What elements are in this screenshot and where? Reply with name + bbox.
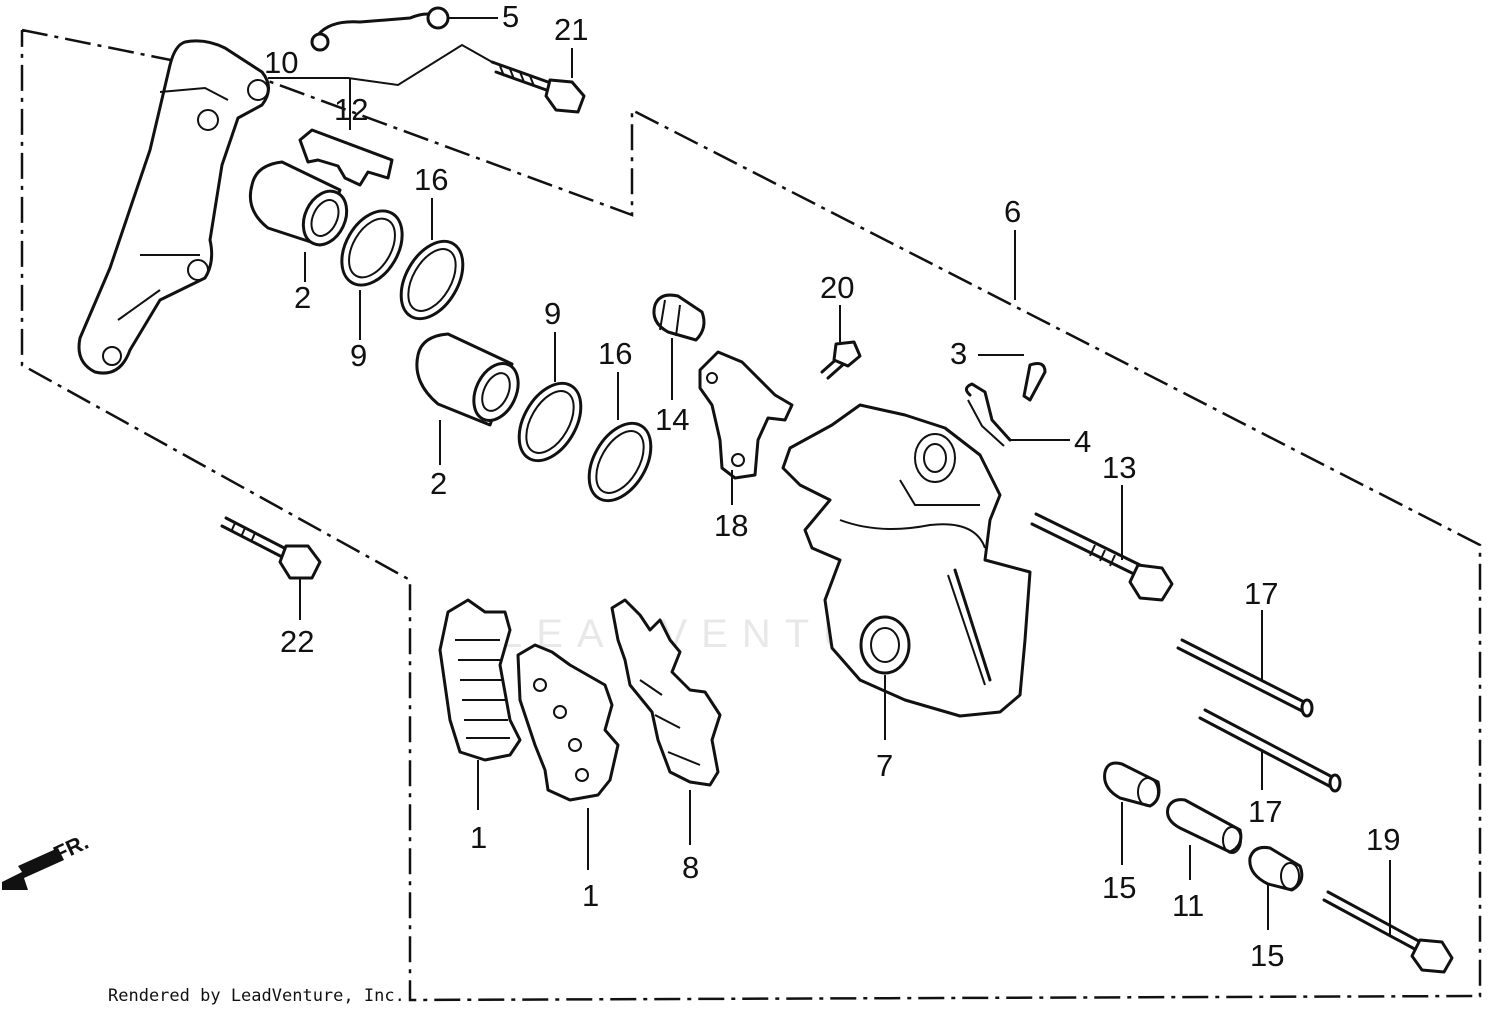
brake-pad-outer (438, 598, 522, 762)
callout-5: 5 (502, 0, 519, 34)
sleeve-boot-lower (1248, 846, 1304, 892)
caliper-bracket (77, 39, 270, 375)
bolt-22 (220, 516, 322, 580)
pin-3 (1022, 362, 1047, 402)
callout-17-lower: 17 (1248, 794, 1282, 829)
clip-4 (965, 382, 1012, 447)
callout-17-upper: 17 (1244, 576, 1278, 611)
callout-13: 13 (1102, 450, 1136, 485)
callout-2-lower: 2 (430, 466, 447, 501)
callout-15-upper: 15 (1102, 870, 1136, 905)
callout-19: 19 (1366, 822, 1400, 857)
callout-16-lower: 16 (598, 336, 632, 371)
leader-lines (268, 17, 1391, 935)
callout-21: 21 (554, 12, 588, 47)
dust-seal-lower (587, 421, 653, 503)
pin-boot (652, 293, 706, 342)
callout-18: 18 (714, 508, 748, 543)
bleeder-cap (310, 6, 450, 52)
callout-11: 11 (1172, 888, 1204, 923)
callout-14: 14 (655, 402, 689, 437)
callout-9-upper: 9 (350, 338, 367, 373)
piston-seal-lower (517, 381, 583, 463)
sleeve-boot-upper (1103, 761, 1161, 808)
bleeder-screw (820, 340, 862, 380)
front-direction-arrow: FR. (2, 829, 92, 890)
callout-numbers: 5 21 10 12 16 2 9 6 20 9 16 3 14 4 2 13 … (264, 0, 1400, 973)
callout-15-lower: 15 (1250, 938, 1284, 973)
caliper-bolt-13 (1030, 512, 1174, 602)
sleeve-11 (1166, 798, 1243, 854)
callout-8: 8 (682, 850, 699, 885)
callout-3: 3 (950, 336, 967, 371)
pad-pin-upper (1176, 638, 1314, 718)
pad-pin-lower (1198, 708, 1342, 793)
pad-spring (298, 128, 394, 187)
callout-22: 22 (280, 624, 314, 659)
assembly-frame (20, 28, 1482, 1002)
caliper-body (781, 403, 1032, 718)
callout-1-inner: 1 (582, 878, 599, 913)
callout-6: 6 (1004, 194, 1021, 229)
callout-1-outer: 1 (470, 820, 487, 855)
brake-pad-inner (516, 643, 620, 802)
piston-lower (415, 332, 520, 427)
render-credit: Rendered by LeadVenture, Inc. (108, 986, 405, 1006)
piston-seal-upper (340, 209, 404, 287)
callout-7: 7 (876, 748, 893, 783)
callout-2-upper: 2 (294, 280, 311, 315)
pad-shim (610, 598, 722, 787)
piston-upper (248, 160, 349, 247)
callout-4: 4 (1074, 424, 1091, 459)
pad-retainer-plate (698, 350, 794, 480)
bolt-19 (1322, 890, 1454, 974)
callout-20: 20 (820, 270, 854, 305)
callout-9-lower: 9 (544, 296, 561, 331)
callout-12: 12 (334, 92, 368, 127)
bolt-21 (490, 60, 586, 114)
callout-10: 10 (264, 45, 298, 80)
callout-16-upper: 16 (414, 162, 448, 197)
dust-seal-upper (399, 239, 465, 321)
